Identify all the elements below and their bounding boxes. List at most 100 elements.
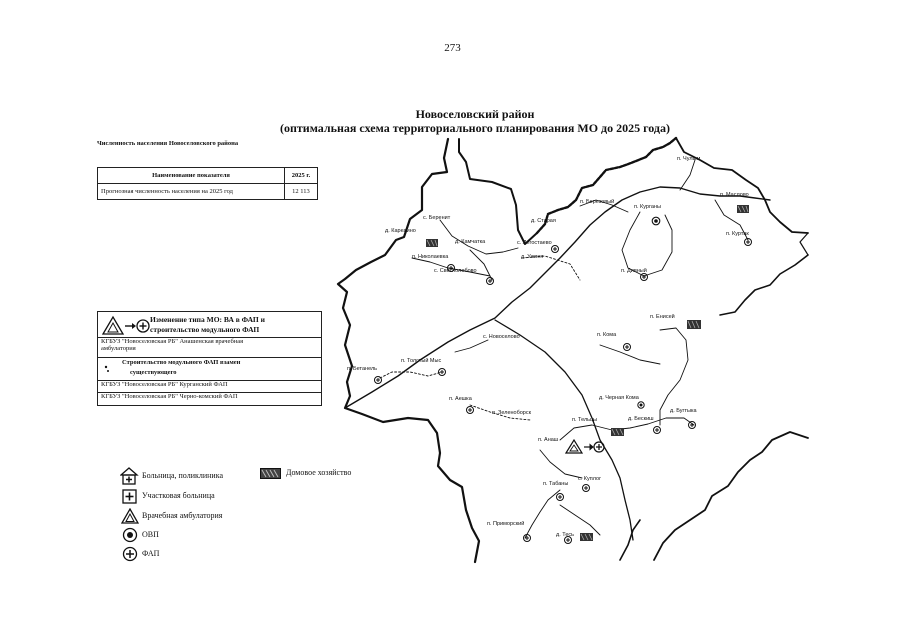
change-row-text: КГБУЗ "Новоселовская РБ" Анашенская врач… [101, 338, 244, 345]
table-row: Прогнозная численность населения на 2025… [97, 183, 318, 200]
main-road [344, 186, 771, 409]
ambulatory-to-fap-icon [101, 315, 150, 335]
place-label: с. Куплог [578, 476, 601, 482]
household-marker [737, 205, 749, 213]
page-number: 273 [444, 42, 461, 54]
ovp-icon [122, 527, 138, 543]
fap-marker [486, 277, 494, 285]
legend-ovp-label: ОВП [142, 530, 159, 539]
south-boundary [619, 519, 641, 561]
change-type-box: Изменение типа МО: ВА в ФАП и строительс… [97, 311, 322, 406]
place-label: п. Зеленоборск [492, 410, 532, 416]
southeast-boundary [653, 431, 809, 561]
fap-markers [374, 238, 752, 544]
place-label: с. Светлолобово [434, 268, 477, 274]
place-label: п. Дивный [621, 267, 647, 274]
change-box-heading: Изменение типа МО: ВА в ФАП и строительс… [150, 315, 318, 335]
household-marker [580, 533, 593, 541]
place-label: п. Приморский [487, 520, 524, 527]
fap-marker [556, 493, 564, 501]
road-south [494, 319, 634, 541]
legend-hospital-label: Больница, поликлиника [142, 471, 224, 480]
legend-ambulatory-label: Врачебная амбулатория [142, 511, 223, 520]
fap-icon [122, 546, 138, 562]
place-label: п. Табаны [543, 481, 568, 487]
place-label: д. Ужпея [521, 254, 543, 260]
change-row-anash: КГБУЗ "Новоселовская РБ" Анашенская врач… [98, 337, 321, 357]
household-markers [426, 205, 749, 541]
map-subtitle: (оптимальная схема территориального план… [280, 121, 670, 135]
change-box-header: Изменение типа МО: ВА в ФАП и строительс… [98, 312, 321, 337]
anash-change-marker [564, 438, 605, 454]
fap-marker [466, 406, 474, 414]
fap-marker [374, 376, 382, 384]
row-value: 12 113 [284, 183, 318, 200]
change-row-kurgany: КГБУЗ "Новоселовская РБ" Курганский ФАП [98, 380, 321, 392]
fap-marker [640, 273, 648, 281]
change-row-modular: Строительство модульного ФАП взамен суще… [98, 357, 321, 380]
place-label: с. Беренит [423, 215, 451, 221]
district-boundary-north [458, 138, 538, 245]
place-label: п. Курганы [634, 204, 661, 210]
change-row-chernaya-koma: КГБУЗ "Новоселовская РБ" Черно-комский Ф… [98, 392, 321, 404]
legend-district-hospital-label: Участковая больница [142, 491, 215, 500]
east-boundary [675, 137, 809, 234]
place-label: д. Черная Кома [599, 395, 640, 401]
household-icon [260, 468, 281, 479]
place-label: с. Новоселово [483, 334, 520, 340]
fap-marker [564, 536, 572, 544]
fap-marker [688, 421, 696, 429]
place-labels: с. Беренит д. Карелино д. Камчатка п. Никол… [347, 156, 749, 538]
place-label: п. Аешка [449, 396, 473, 402]
change-box-heading-line: Изменение типа МО: ВА в ФАП и [150, 315, 265, 324]
change-box-heading-line: строительство модульного ФАП [150, 325, 260, 334]
place-label: п. Кома [597, 332, 617, 338]
place-label: д. Тесь [556, 532, 574, 538]
fap-marker [744, 238, 752, 246]
change-row-text: амбулатория [101, 345, 136, 352]
fap-marker [447, 264, 455, 272]
place-label: п. Куртак [726, 231, 749, 237]
place-label: д. Старая [531, 218, 556, 224]
map-title: Новоселовский район [415, 107, 535, 121]
place-label: д. Камчатка [455, 239, 486, 245]
place-label: д. Карелино [385, 228, 416, 234]
household-marker [426, 239, 438, 247]
household-marker [687, 320, 701, 329]
place-label: п. Анаш [538, 437, 559, 443]
ovp-marker [651, 216, 661, 226]
place-label: п. Николаевка [412, 254, 449, 260]
change-row-text: Строительство модульного ФАП взамен [122, 359, 241, 366]
place-label: п. Чулым [677, 156, 700, 162]
population-heading: Численность населения Новоселовского рай… [97, 140, 239, 147]
place-label: п. Бетанель [347, 366, 377, 372]
place-label: п. Тельцы [572, 417, 597, 423]
river-bank [535, 136, 678, 235]
population-table: Наименование показателя 2025 г. Прогнозн… [97, 167, 318, 200]
fap-marker [582, 484, 590, 492]
household-marker [611, 428, 624, 436]
fap-marker [551, 245, 559, 253]
fap-marker [653, 426, 661, 434]
legend-household-label: Домовое хозяйство [286, 468, 352, 477]
place-label: п. Енисей [650, 313, 675, 320]
district-hospital-icon [122, 489, 137, 504]
small-marker-icon [104, 365, 109, 372]
fap-marker [438, 368, 446, 376]
ovp-marker [637, 401, 645, 409]
place-label: д. Бескиш [628, 416, 654, 422]
hospital-icon [120, 467, 139, 485]
district-boundary [336, 137, 481, 564]
fap-marker [623, 343, 631, 351]
east-boundary-lower [719, 254, 809, 316]
ambulatory-icon [121, 508, 139, 524]
place-label: с. Легостаево [517, 240, 552, 246]
legend-fap-label: ФАП [142, 549, 160, 558]
place-label: п. Толстый Мыс [401, 357, 441, 364]
place-label: п. Березовый [580, 198, 614, 205]
place-label: п. Маслово [720, 192, 749, 198]
place-label: д. Бугтыка [670, 408, 698, 414]
fap-marker [523, 534, 531, 542]
change-row-text: существующего [130, 369, 177, 376]
